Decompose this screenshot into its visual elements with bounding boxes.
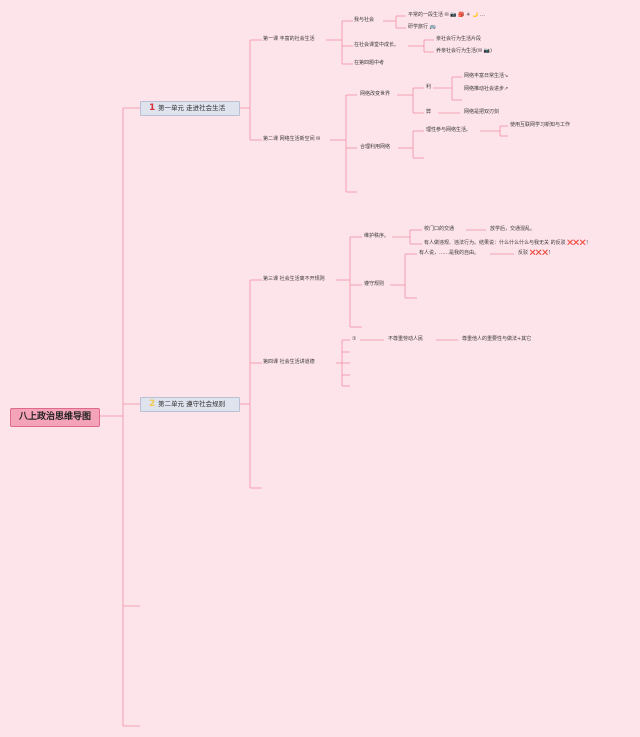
node-me-society[interactable]: 我与社会: [354, 17, 375, 23]
node-harm-1[interactable]: 网络是把双刃剑: [464, 109, 500, 115]
node-traffic-chaos[interactable]: 放学后，交通混乱。: [490, 226, 536, 232]
lesson-4-node[interactable]: 第四课 社会生活讲道德: [263, 359, 315, 365]
node-grow[interactable]: 在社会课堂中成长。: [354, 42, 400, 48]
node-refute[interactable]: 反驳 ❌❌❌！: [518, 250, 554, 256]
node-benefit-2[interactable]: 网络推动社会进步↗: [464, 86, 509, 92]
node-mark[interactable]: ①: [352, 336, 357, 342]
node-respect-others[interactable]: 尊重他人的重要性与做法+其它: [462, 336, 532, 342]
node-follow-rules[interactable]: 遵守规则: [364, 281, 385, 287]
node-prosocial-2[interactable]: 养亲社会行为生活(✉ 📷): [436, 48, 492, 54]
lesson-2-node[interactable]: 第二课 网络生活新空间 ✉: [263, 136, 321, 142]
unit-2-number: 2: [149, 399, 156, 409]
node-traffic[interactable]: 校门口的交通: [424, 226, 455, 232]
root-title[interactable]: 八上政治思维导图: [10, 408, 100, 427]
lesson-1-node[interactable]: 第一课 丰富的社会生活: [263, 36, 315, 42]
node-rational-1[interactable]: 理性参与网络生活。: [426, 127, 472, 133]
node-daily-life[interactable]: 平常的一段生活 ✉ 📷 🎒 ☀ 🌙 …: [408, 12, 485, 18]
node-exam[interactable]: 在第四题中考: [354, 60, 385, 66]
node-rational-use[interactable]: 合理利用网络: [360, 144, 391, 150]
node-rational-2[interactable]: 使用互联网学习新知与工作: [510, 122, 571, 128]
node-benefit[interactable]: 利: [426, 84, 432, 90]
node-study-trip[interactable]: 研学旅行 🚌: [408, 24, 436, 30]
unit-1-number: 1: [149, 103, 156, 113]
node-violation[interactable]: 有人做违规、违法行为。结果说：什么什么什么与我无关 的反驳 ❌❌❌！: [424, 240, 591, 247]
node-network-change[interactable]: 网络改变世界: [360, 91, 391, 97]
node-harm[interactable]: 弊: [426, 109, 432, 115]
unit-2-label: 第二单元 遵守社会规则: [158, 400, 226, 408]
lesson-3-node[interactable]: 第三课 社会生活离不开规则: [263, 276, 325, 282]
node-order[interactable]: 维护秩序。: [364, 233, 390, 239]
node-violation-text: 有人做违规、违法行为。结果说：什么什么什么与我无关 的反驳 ❌❌❌！: [424, 240, 591, 246]
node-freedom[interactable]: 有人说，……是我的自由。: [419, 250, 480, 256]
node-prosocial-1[interactable]: 亲社会行为生活片段: [436, 36, 482, 42]
node-respect[interactable]: 不尊重劳动人民: [388, 336, 424, 342]
node-benefit-1[interactable]: 网络丰富日常生活↘: [464, 73, 509, 79]
unit-1-label: 第一单元 走进社会生活: [158, 104, 226, 112]
